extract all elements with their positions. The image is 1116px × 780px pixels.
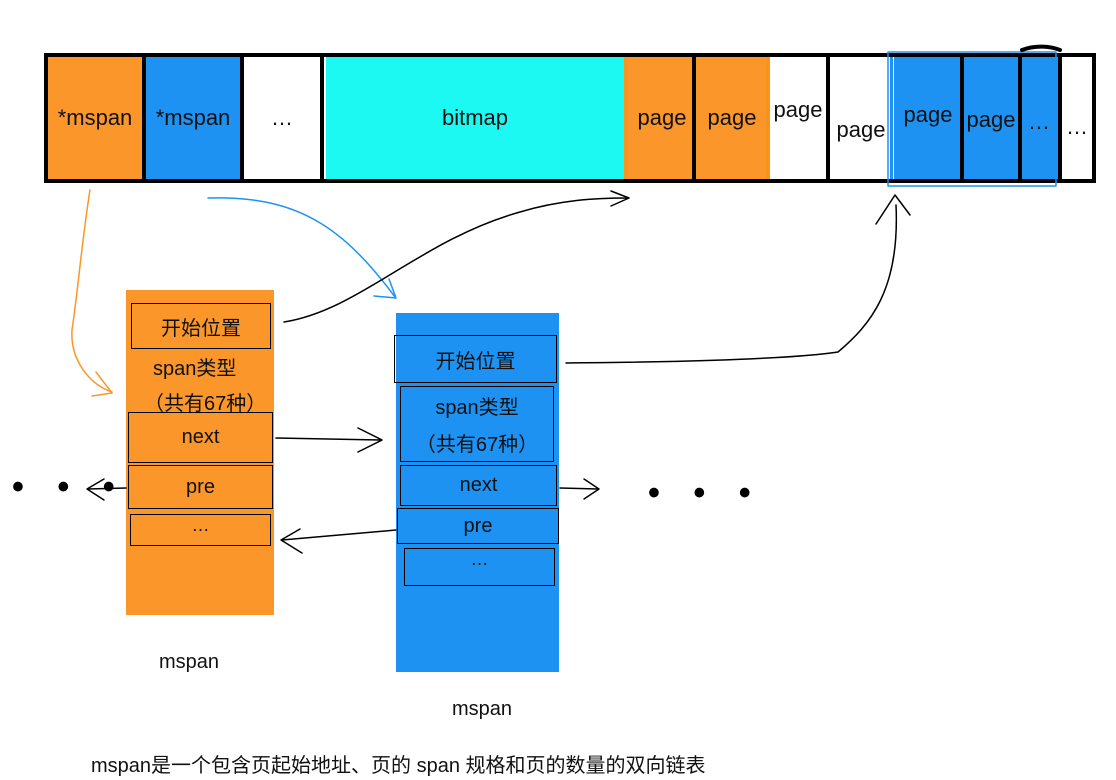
field-more: …: [404, 548, 555, 586]
field-span-type-line2: （共有67种）: [144, 393, 267, 415]
cell-divider: [142, 57, 146, 179]
marker-stroke: [1020, 44, 1062, 52]
arrow-start-to-pages-blue: [565, 204, 898, 364]
strip-cell-page: page: [894, 57, 962, 179]
arrow-pre-blue: [281, 529, 397, 541]
arrowhead: [91, 371, 113, 397]
cell-divider: [320, 57, 324, 179]
mspan-struct-orange: [126, 290, 274, 615]
field-label: pre: [186, 475, 215, 498]
mspan-caption: mspan: [159, 651, 220, 673]
strip-cell-page: page: [962, 57, 1020, 179]
field-start-position: 开始位置: [394, 335, 557, 383]
strip-cell-label: …: [1028, 109, 1050, 134]
strip-cell-page: page: [696, 57, 768, 179]
mspan-struct-blue: [396, 313, 559, 672]
strip-cell-ellipsis: …: [1020, 57, 1058, 179]
field-label: 开始位置: [161, 317, 241, 340]
ellipsis-left: • • •: [12, 468, 127, 506]
cell-divider: [692, 57, 696, 179]
cell-divider: [960, 57, 964, 179]
strip-cell-mspan-ptr-1: *mspan: [48, 57, 142, 179]
cell-divider: [890, 57, 893, 179]
arrowhead: [280, 528, 303, 554]
field-next: next: [400, 465, 557, 506]
field-pre: pre: [397, 508, 559, 544]
field-more: …: [130, 514, 271, 546]
field-span-type-line1: span类型: [153, 358, 237, 380]
strip-cell-label: page: [707, 105, 757, 130]
strip-cell-label: page: [966, 107, 1016, 132]
strip-cell-label: page: [773, 97, 823, 122]
strip-cell-mspan-ptr-2: *mspan: [146, 57, 240, 179]
arrow-start-to-pages-orange: [283, 197, 629, 323]
field-pre: pre: [128, 465, 273, 509]
cell-divider: [1058, 57, 1062, 179]
arrowhead: [610, 190, 630, 207]
arrow-orange-ptr-to-mspan: [71, 189, 113, 393]
field-start-position: 开始位置: [131, 303, 271, 349]
cell-divider: [826, 57, 830, 179]
mspan-caption: mspan: [452, 698, 513, 720]
arrowhead: [357, 427, 383, 453]
strip-cell-label: page: [836, 117, 886, 142]
cell-divider: [624, 57, 628, 179]
arrowhead: [373, 278, 397, 299]
arrowhead: [875, 194, 911, 225]
field-label: next: [181, 426, 220, 448]
cell-divider: [766, 57, 770, 179]
memory-strip: *mspan *mspan … bitmap page page page pa…: [44, 53, 1096, 183]
strip-cell-label: *mspan: [57, 105, 133, 130]
strip-cell-label: page: [903, 102, 953, 127]
cell-divider: [240, 57, 244, 179]
strip-cell-label: …: [1066, 114, 1088, 139]
field-label: span类型: [435, 397, 519, 419]
strip-cell-page: page: [628, 57, 696, 179]
field-label: …: [470, 549, 489, 569]
strip-cell-label: page: [637, 105, 687, 130]
strip-cell-label: …: [271, 105, 293, 130]
arrow-next-orange: [275, 437, 381, 441]
strip-cell-label: bitmap: [441, 105, 509, 130]
field-label: （共有67种）: [415, 434, 539, 456]
field-span-type: span类型 （共有67种）: [400, 386, 554, 462]
ellipsis-right: • • •: [648, 474, 763, 512]
field-label: …: [191, 515, 210, 535]
field-label: pre: [463, 514, 493, 537]
strip-cell-ellipsis: …: [1062, 57, 1092, 179]
arrow-next-blue: [559, 487, 599, 490]
strip-cell-bitmap: bitmap: [326, 57, 624, 179]
strip-cell-page: page: [770, 57, 826, 179]
strip-cell-ellipsis: …: [244, 57, 320, 179]
field-next: next: [128, 412, 273, 463]
arrowhead: [583, 478, 600, 500]
arrow-blue-ptr-to-mspan: [207, 197, 396, 298]
footer-caption: mspan是一个包含页起始地址、页的 span 规格和页的数量的双向链表: [91, 755, 706, 777]
cell-divider: [1018, 57, 1022, 179]
field-label: 开始位置: [435, 350, 516, 373]
strip-cell-label: *mspan: [155, 105, 231, 130]
strip-cell-page: page: [830, 57, 892, 179]
field-label: next: [459, 474, 498, 496]
